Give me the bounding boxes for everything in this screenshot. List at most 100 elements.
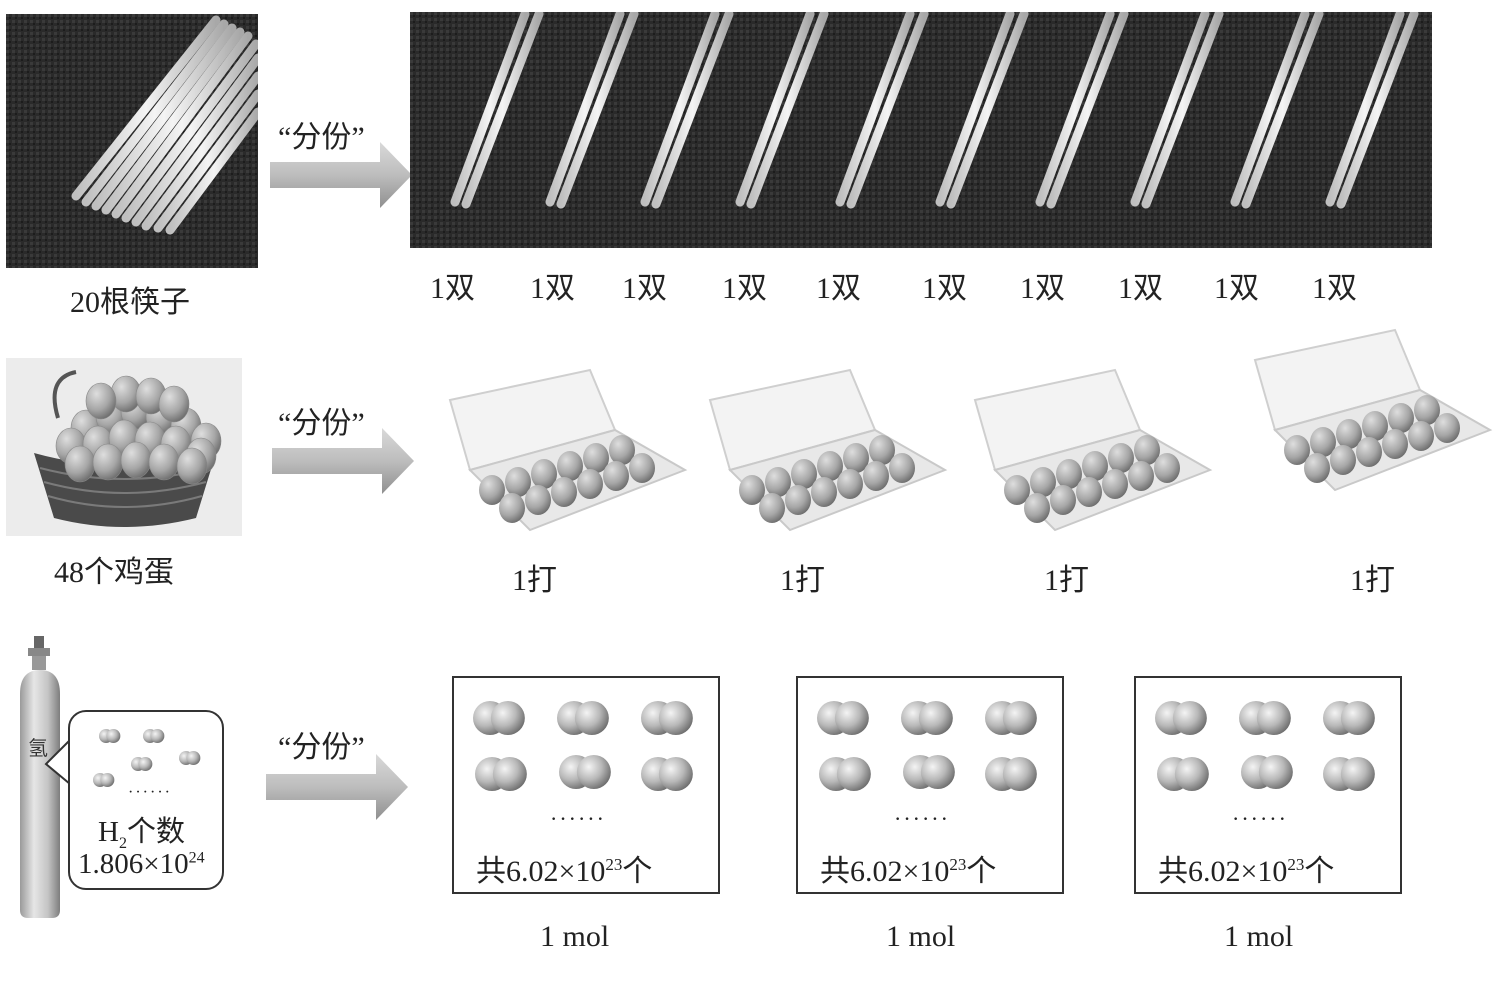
h2-molecule	[901, 701, 953, 735]
mole-box: ······ 共6.02×1023个	[1134, 676, 1402, 894]
h2-molecule	[131, 757, 153, 771]
h2-count-value: 1.806×1024	[78, 848, 205, 880]
split-arrow-row1	[270, 140, 415, 210]
mole-unit-label: 1 mol	[540, 920, 610, 953]
egg	[765, 467, 791, 497]
chopstick-pair	[450, 9, 544, 209]
egg	[869, 435, 895, 465]
egg	[629, 453, 655, 483]
ellipsis: ······	[550, 806, 606, 831]
egg	[1024, 493, 1050, 523]
h2-molecule	[559, 755, 611, 789]
pair-label: 1双	[1214, 272, 1259, 305]
egg	[525, 485, 551, 515]
egg	[739, 475, 765, 505]
egg	[499, 493, 525, 523]
egg	[863, 461, 889, 491]
split-label-row2: “分份”	[278, 407, 365, 440]
split-arrow-row3	[266, 752, 411, 822]
h2-molecule	[641, 757, 693, 791]
egg-carton	[448, 368, 688, 532]
h2-molecule	[557, 701, 609, 735]
egg	[1076, 477, 1102, 507]
egg	[1408, 421, 1434, 451]
pair-label: 1双	[530, 272, 575, 305]
egg	[1004, 475, 1030, 505]
chopstick-pair	[640, 9, 734, 209]
egg	[479, 475, 505, 505]
split-label-row1: “分份”	[278, 121, 365, 154]
h2-molecule	[903, 755, 955, 789]
pair-label: 1双	[1118, 272, 1163, 305]
mole-box: ······ 共6.02×1023个	[796, 676, 1064, 894]
dozen-label: 1打	[1350, 564, 1395, 597]
dozen-label: 1打	[512, 564, 557, 597]
hydrogen-cylinder-image: 氢	[14, 634, 66, 920]
h2-molecule	[1157, 757, 1209, 791]
cylinder-label: 氢	[28, 738, 48, 760]
h2-molecule	[1155, 701, 1207, 735]
h2-molecule	[817, 701, 869, 735]
egg	[64, 445, 96, 483]
egg	[1382, 429, 1408, 459]
egg	[1030, 467, 1056, 497]
egg	[158, 385, 190, 423]
egg-cartons	[430, 320, 1500, 540]
egg	[811, 477, 837, 507]
pair-label: 1双	[1020, 272, 1065, 305]
mole-unit-label: 1 mol	[886, 920, 956, 953]
egg	[85, 382, 117, 420]
egg-carton	[708, 368, 948, 532]
egg	[1108, 443, 1134, 473]
split-arrow-row2	[272, 426, 417, 496]
mole-unit-label: 1 mol	[1224, 920, 1294, 953]
chopstick-pair	[545, 9, 639, 209]
chopstick-pair	[1325, 9, 1419, 209]
h2-molecule	[819, 757, 871, 791]
egg	[1434, 413, 1460, 443]
egg	[505, 467, 531, 497]
egg	[551, 477, 577, 507]
chopstick-pair	[1035, 9, 1129, 209]
chopstick-pair	[1230, 9, 1324, 209]
egg	[1356, 437, 1382, 467]
egg	[148, 443, 180, 481]
h2-molecule	[99, 729, 121, 743]
dozen-label: 1打	[1044, 564, 1089, 597]
h2-molecule	[1239, 701, 1291, 735]
h2-molecule	[1241, 755, 1293, 789]
chopstick-pair	[735, 9, 829, 209]
egg	[1336, 419, 1362, 449]
ellipsis: ······	[128, 784, 172, 801]
pair-label: 1双	[1312, 272, 1357, 305]
egg	[176, 447, 208, 485]
egg-carton	[973, 368, 1213, 532]
h2-molecule	[179, 751, 201, 765]
pair-label: 1双	[722, 272, 767, 305]
pair-label: 1双	[816, 272, 861, 305]
egg	[843, 443, 869, 473]
egg	[1414, 395, 1440, 425]
h2-molecule	[985, 701, 1037, 735]
chopstick-pairs-panel	[410, 9, 1432, 248]
chopsticks-count-label: 20根筷子	[70, 286, 190, 319]
egg	[1362, 411, 1388, 441]
mole-total: 共6.02×1023个	[1158, 855, 1335, 888]
h2-molecule	[475, 757, 527, 791]
pair-label: 1双	[430, 272, 475, 305]
h2-molecule	[641, 701, 693, 735]
dozen-label: 1打	[780, 564, 825, 597]
egg	[577, 469, 603, 499]
egg	[583, 443, 609, 473]
egg-basket-image	[6, 358, 242, 536]
egg	[603, 461, 629, 491]
pair-label: 1双	[622, 272, 667, 305]
h2-molecule	[93, 773, 115, 787]
egg-carton	[1253, 328, 1493, 492]
h2-count-title: H2个数	[98, 816, 185, 852]
mole-total: 共6.02×1023个	[820, 855, 997, 888]
egg	[1050, 485, 1076, 515]
egg	[1102, 469, 1128, 499]
mole-total: 共6.02×1023个	[476, 855, 653, 888]
h2-molecule	[1323, 757, 1375, 791]
